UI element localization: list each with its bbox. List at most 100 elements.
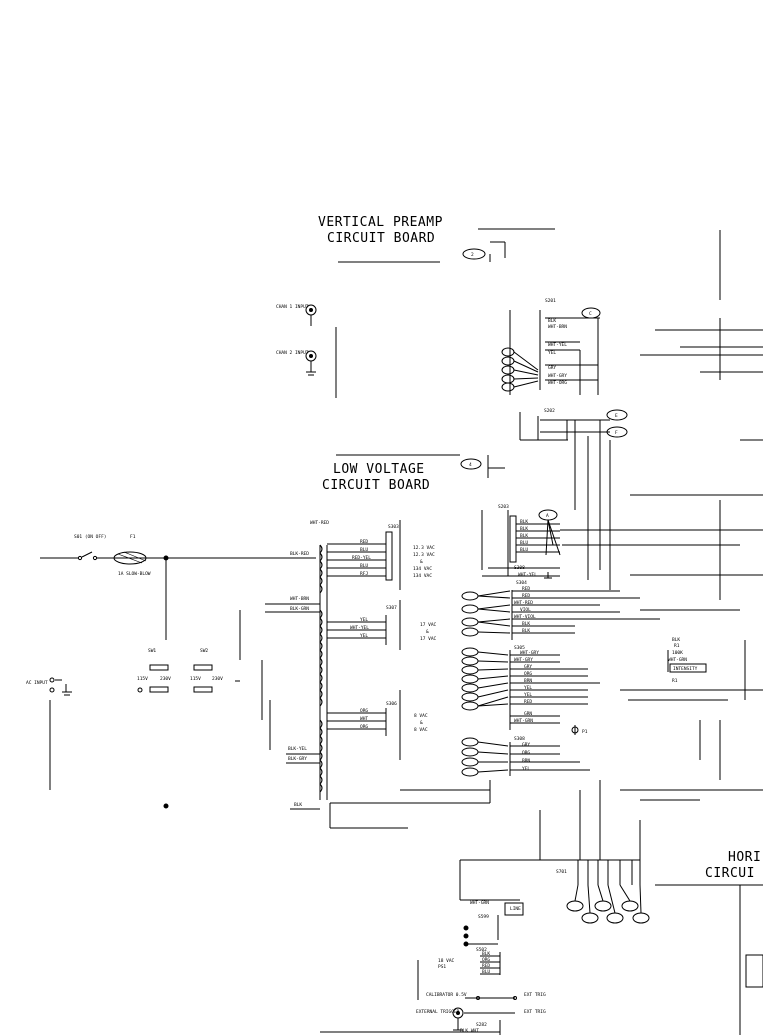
s203-wire-2: BLK	[520, 526, 528, 532]
voltage-select-sw1: SW1 115V 230V	[137, 648, 171, 693]
vac-4: 134 VAC	[413, 566, 432, 572]
wht-brn-label: WHT-BRN	[290, 596, 309, 602]
callout-s202-bottom: F	[615, 430, 618, 436]
s303-wire-5: RFJ	[360, 571, 368, 577]
s203-wire-5: BLU	[520, 547, 528, 553]
s305-wire-10: WHT-GRN	[514, 718, 533, 724]
s306-wire-1: ORG	[360, 708, 368, 714]
s307-wire-3: YEL	[360, 633, 368, 639]
vertical-preamp-title-2: CIRCUIT BOARD	[327, 231, 435, 246]
s304-wire-5: WHT-VIOL	[514, 614, 536, 620]
vac18-label: 18 VAC	[438, 958, 455, 964]
callout-2-text: 2	[471, 252, 474, 258]
chan2-input: CHAN 2 INPUT	[276, 350, 317, 376]
s307-vac-1: 17 VAC	[420, 622, 437, 628]
s599-wire-2: ORG	[482, 957, 490, 963]
chan1-input-label: CHAN 1 INPUT	[276, 304, 309, 310]
fuse-f1: F1 1A SLOW-BLOW BLK-RED	[113, 534, 316, 640]
s201-wire-2: WHT-BRN	[548, 324, 567, 330]
transformer-label: WHT-RED	[310, 520, 329, 526]
s201-wire-5: GRY	[548, 365, 556, 371]
s307-vac-2: &	[426, 629, 429, 635]
ac-input-label: AC INPUT	[26, 680, 48, 686]
callout-low-voltage: 4	[460, 455, 505, 478]
s203-wire-1: BLK	[520, 519, 528, 525]
s308-top-wire: WHT-YEL	[518, 572, 537, 578]
s201-wire-labels: BLK WHT-BRN WHT-YEL YEL GRY WHT-GRY WHT-…	[548, 318, 567, 386]
s203-wire-4: BLU	[520, 540, 528, 546]
sw1-115v: 115V	[137, 676, 148, 682]
s304-wire-1: RED	[522, 586, 530, 592]
s307-label: S307	[386, 605, 397, 611]
horizontal-title-2: CIRCUI	[705, 866, 755, 881]
s305-label: S305	[514, 645, 525, 651]
chan2-input-label: CHAN 2 INPUT	[276, 350, 309, 356]
s303-label: S303	[388, 524, 399, 530]
ac-input: AC INPUT	[26, 677, 72, 790]
s305-wire-5: BRN	[524, 678, 532, 684]
s307-vac-3: 17 VAC	[420, 636, 437, 642]
s305-wire-6: YEL	[524, 685, 532, 691]
s304-wire-4: VIOL	[520, 607, 531, 613]
s307-wire-2: WHT-YEL	[350, 625, 369, 631]
s303-wire-4: BLU	[360, 563, 368, 569]
s701-label: S701	[556, 869, 567, 875]
voltage-select-sw2: SW2 115V 230V	[190, 648, 240, 693]
ps1-label: PS1	[438, 964, 446, 970]
s203-wire-3: BLK	[520, 533, 528, 539]
s599-wire-3: RED	[482, 963, 490, 969]
s308-wire-1: GRY	[522, 742, 530, 748]
s306-connector: S306 ORG WHT ORG 8 VAC & 8 VAC	[327, 690, 428, 760]
s306-wire-3: ORG	[360, 724, 368, 730]
s306-label: S306	[386, 701, 397, 707]
s303-wire-2: BLU	[360, 547, 368, 553]
callout-4-text: 4	[469, 462, 472, 468]
blk-gry-label: BLK-GRY	[288, 756, 307, 762]
blk-wht-label: BLK WHT	[460, 1028, 479, 1034]
junction-dot	[163, 803, 169, 809]
vac-5: 134 VAC	[413, 573, 432, 579]
s307-wire-1: YEL	[360, 617, 368, 623]
horizontal-title-1: HORI	[728, 850, 761, 865]
s308-top-label: S308	[514, 565, 525, 571]
intensity-r1: R1	[674, 643, 680, 649]
intensity-value: 100K	[672, 650, 683, 656]
s306-wire-2: WHT	[360, 716, 368, 722]
s203-label: S203	[498, 504, 509, 510]
intensity-control: BLK R1 100K WHT-GRN INTENSITY R1	[667, 637, 707, 684]
s599-wire-1: BLK	[482, 951, 490, 957]
fuse-ref: F1	[130, 534, 136, 540]
sw2-label: SW2	[200, 648, 208, 654]
blk-label: BLK	[294, 802, 302, 808]
bus-lines	[459, 230, 763, 900]
intensity-label: INTENSITY	[673, 666, 698, 672]
low-voltage-board-outline	[329, 510, 560, 829]
chan1-input: CHAN 1 INPUT	[276, 304, 317, 326]
s305-wire-1: WHT-GRY	[520, 650, 539, 656]
external-trigger-label: EXTERNAL TRIGGER	[416, 1009, 460, 1015]
s303-connector: S303 RED BLU RED-YEL BLU RFJ 12.3 VAC 12…	[327, 520, 435, 590]
low-voltage-title-2: CIRCUIT BOARD	[322, 478, 430, 493]
s201-wire-1: BLK	[548, 318, 556, 324]
s308-wire-3: BRN	[522, 758, 530, 764]
s304-wire-2: RED	[522, 593, 530, 599]
s306-vac-3: 8 VAC	[414, 727, 428, 733]
s305-wire-4: ORG	[524, 671, 532, 677]
power-switch-label: S01 (ON OFF)	[74, 534, 107, 540]
s306-vac-1: 8 VAC	[414, 713, 428, 719]
s305-wire-7: YEL	[524, 692, 532, 698]
s308-connector: S308 GRY ORG BRN YEL	[461, 736, 590, 777]
calibrator-label: CALIBRATOR 0.5V	[426, 992, 467, 998]
s202-connector: S202 E F	[537, 408, 628, 440]
s502-label: S502	[476, 947, 487, 953]
callout-s203: A	[546, 513, 549, 519]
callout-s201-top: C	[589, 311, 592, 317]
s201-connector: S201 BLK WHT-BRN WHT-YEL YEL GRY WHT-GRY…	[501, 298, 601, 395]
fuse-value: 1A SLOW-BLOW	[118, 571, 151, 577]
s307-connector: S307 YEL WHT-YEL YEL 17 VAC & 17 VAC	[327, 600, 437, 650]
s201-wire-7: WHT-ORG	[548, 380, 567, 386]
s303-wire-1: RED	[360, 539, 368, 545]
sw2-115v: 115V	[190, 676, 201, 682]
s202-label: S202	[544, 408, 555, 414]
